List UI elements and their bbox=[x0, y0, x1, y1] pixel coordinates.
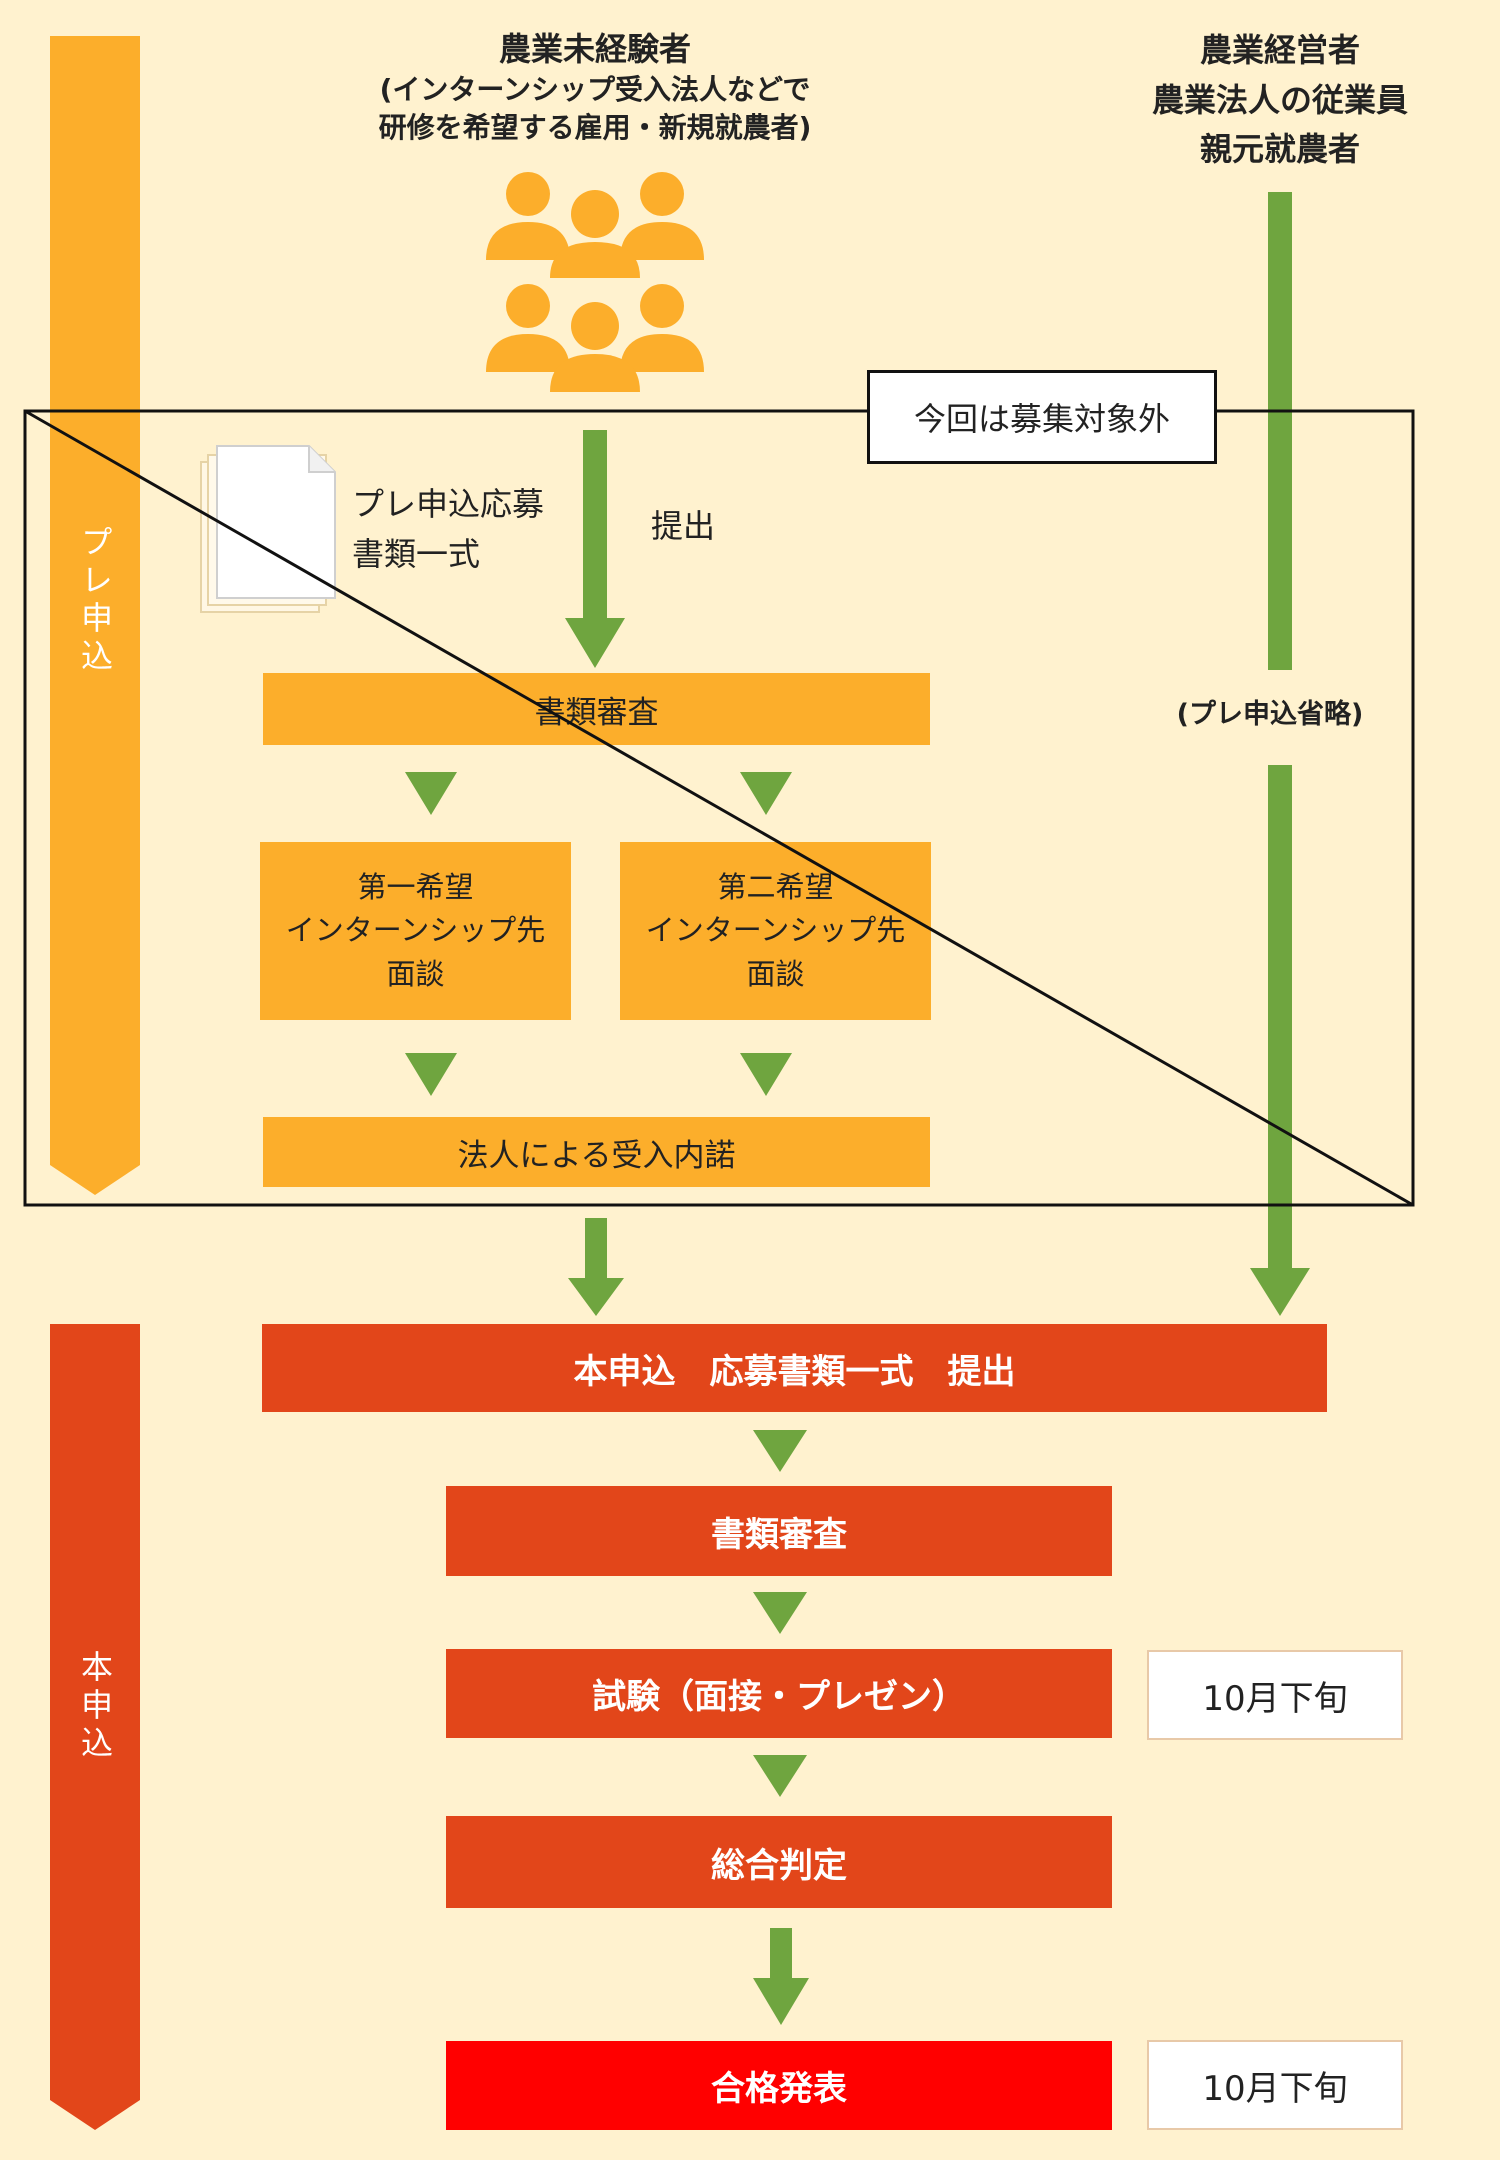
judgement-box: 総合判定 bbox=[446, 1816, 1112, 1908]
second-choice-line-1: 第二希望 bbox=[717, 869, 834, 904]
result-date-box: 10月下旬 bbox=[1147, 2040, 1403, 2130]
pre-skip-label: (プレ申込省略) bbox=[1176, 699, 1364, 730]
main-submit-box: 本申込 応募書類一式 提出 bbox=[262, 1324, 1327, 1412]
first-choice-line-3: 面談 bbox=[386, 956, 445, 991]
experienced-line-2: 農業法人の従業員 bbox=[1151, 80, 1408, 119]
experienced-line-1: 農業経営者 bbox=[1199, 31, 1360, 69]
experienced-group: 農業経営者 農業法人の従業員 親元就農者 bbox=[1120, 26, 1440, 175]
main-phase-arrow bbox=[50, 1324, 140, 2130]
main-review-box: 書類審査 bbox=[446, 1486, 1112, 1576]
second-choice-line-2: インターンシップ先 bbox=[645, 913, 906, 948]
first-choice-line-2: インターンシップ先 bbox=[285, 913, 546, 948]
document-stack-icon bbox=[200, 445, 336, 613]
first-choice-line-1: 第一希望 bbox=[357, 869, 474, 904]
first-choice-interview-box: 第一希望 インターンシップ先 面談 bbox=[260, 842, 571, 1020]
inexperienced-subtitle-2: 研修を希望する雇用・新規就農者) bbox=[378, 110, 812, 144]
exam-box: 試験（面接・プレゼン） bbox=[446, 1649, 1112, 1738]
pre-phase-arrow bbox=[50, 36, 140, 1195]
second-choice-interview-box: 第二希望 インターンシップ先 面談 bbox=[620, 842, 931, 1020]
acceptance-box: 法人による受入内諾 bbox=[263, 1117, 930, 1187]
pre-phase-label: プレ申込 bbox=[76, 525, 114, 677]
inexperienced-subtitle-1: (インターンシップ受入法人などで bbox=[379, 73, 811, 107]
inexperienced-group: 農業未経験者 (インターンシップ受入法人などで 研修を希望する雇用・新規就農者) bbox=[370, 28, 820, 147]
exam-date-box: 10月下旬 bbox=[1147, 1650, 1403, 1740]
experienced-line-3: 親元就農者 bbox=[1199, 130, 1360, 169]
result-announcement-box: 合格発表 bbox=[446, 2041, 1112, 2130]
pre-documents-line-1: プレ申込応募 bbox=[352, 485, 545, 523]
people-group-icon bbox=[486, 172, 704, 392]
not-recruiting-note: 今回は募集対象外 bbox=[867, 370, 1217, 464]
inexperienced-title: 農業未経験者 bbox=[498, 30, 691, 68]
second-choice-line-3: 面談 bbox=[746, 956, 805, 991]
pre-documents-line-2: 書類一式 bbox=[352, 534, 481, 573]
cross-out-line bbox=[24, 409, 1414, 1207]
main-phase-label: 本申込 bbox=[76, 1650, 114, 1764]
pre-documents-label: プレ申込応募 書類一式 bbox=[352, 480, 544, 579]
pre-review-box: 書類審査 bbox=[263, 673, 930, 745]
pre-submit-label: 提出 bbox=[651, 507, 716, 545]
